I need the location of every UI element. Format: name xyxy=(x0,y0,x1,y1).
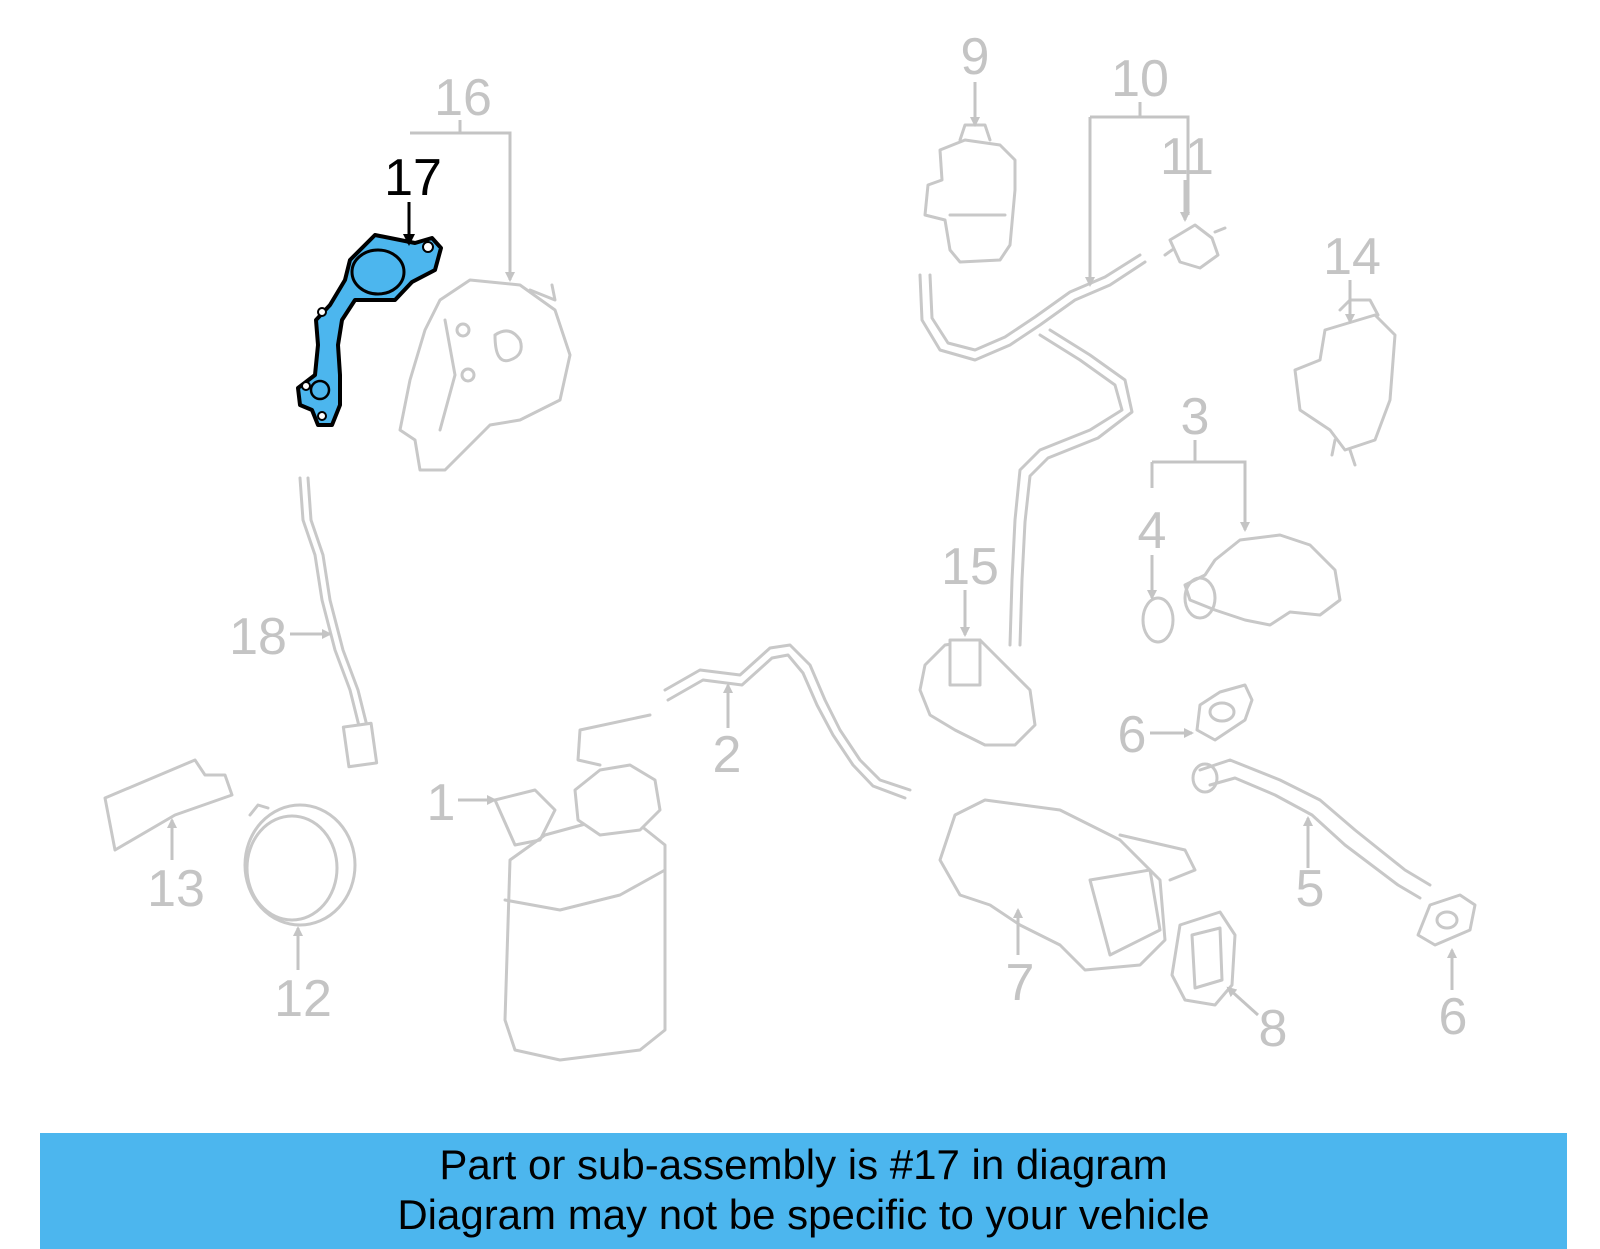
part-17-gasket[interactable] xyxy=(296,233,443,427)
callout-18: 18 xyxy=(229,608,287,666)
part-5-pipe xyxy=(1191,758,1432,900)
callout-16: 16 xyxy=(434,69,492,127)
callout-4: 4 xyxy=(1138,502,1167,560)
callout-3: 3 xyxy=(1181,388,1210,446)
callout-6b: 6 xyxy=(1439,988,1468,1046)
callout-17: 17 xyxy=(384,149,442,207)
part-13-bracket xyxy=(103,758,234,852)
part-6-lower-gasket xyxy=(1416,893,1477,947)
callout-8: 8 xyxy=(1259,1000,1288,1058)
callout-6a: 6 xyxy=(1118,706,1147,764)
callout-15: 15 xyxy=(941,538,999,596)
banner-line-2: Diagram may not be specific to your vehi… xyxy=(397,1191,1210,1238)
part-18-sensor xyxy=(298,476,379,769)
leader-8 xyxy=(1226,986,1260,1017)
callout-14: 14 xyxy=(1323,228,1381,286)
part-12-cover xyxy=(243,803,357,927)
callout-1: 1 xyxy=(427,774,456,832)
part-6-upper-gasket xyxy=(1195,683,1254,742)
callout-11: 11 xyxy=(1160,128,1214,186)
callout-5: 5 xyxy=(1296,860,1325,918)
part-14-valve xyxy=(1293,298,1397,467)
part-1-canister xyxy=(493,763,667,1062)
callout-12: 12 xyxy=(274,970,332,1028)
callout-13: 13 xyxy=(147,860,205,918)
part-9-valve xyxy=(923,123,1017,264)
callout-7: 7 xyxy=(1006,954,1035,1012)
part-3-valve-assembly xyxy=(1141,533,1342,644)
callout-9: 9 xyxy=(961,28,990,86)
part-11-check-valve xyxy=(1163,223,1227,270)
part-7-cooler xyxy=(938,798,1197,972)
callout-10: 10 xyxy=(1111,50,1169,108)
part-15-solenoid xyxy=(918,638,1037,747)
banner-line-1: Part or sub-assembly is #17 in diagram xyxy=(439,1141,1168,1188)
part-8-gasket xyxy=(1170,910,1237,1007)
part-16-vacuum-pump xyxy=(398,278,572,472)
info-banner: Part or sub-assembly is #17 in diagram D… xyxy=(40,1133,1567,1249)
callout-2: 2 xyxy=(713,726,742,784)
